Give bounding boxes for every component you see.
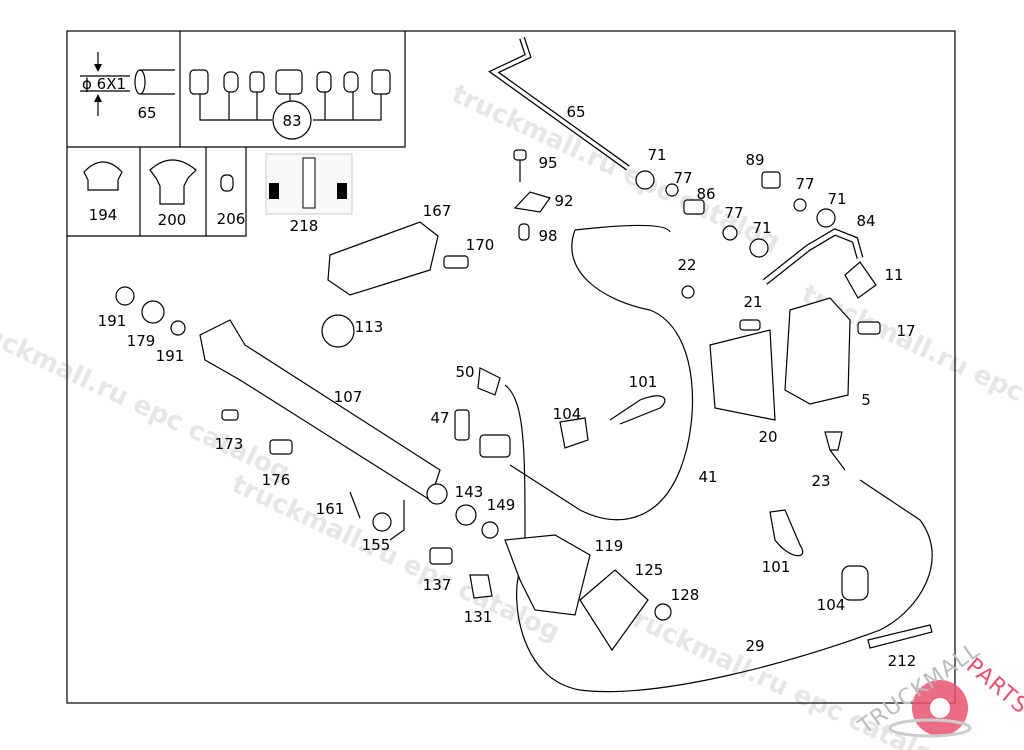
part-label[interactable]: 131: [464, 608, 493, 626]
part-label[interactable]: 212: [888, 652, 917, 670]
tube-spec-label: ϕ 6X1: [82, 75, 126, 93]
part-label[interactable]: 113: [355, 318, 384, 336]
sticker-icon: [265, 153, 353, 215]
part-label[interactable]: 20: [758, 428, 777, 446]
part-label[interactable]: 101: [762, 558, 791, 576]
part-label[interactable]: 77: [724, 204, 743, 222]
part-label[interactable]: 161: [316, 500, 345, 518]
part-label[interactable]: 191: [156, 347, 185, 365]
part-label[interactable]: 101: [629, 373, 658, 391]
part-label[interactable]: 84: [856, 212, 875, 230]
part-label[interactable]: 29: [745, 637, 764, 655]
diagram-frame: [66, 30, 956, 704]
logo-accent-text: PARTS: [961, 653, 1024, 719]
cap-icon: [83, 161, 123, 191]
part-label[interactable]: 128: [671, 586, 700, 604]
part-label[interactable]: 170: [466, 236, 495, 254]
legend-box: ϕ 6X1 65 83 194 200 206 218: [67, 31, 406, 237]
part-label[interactable]: 104: [817, 596, 846, 614]
part-label[interactable]: 11: [884, 266, 903, 284]
part-label[interactable]: 71: [752, 219, 771, 237]
legend-label-218: 218: [290, 217, 319, 235]
part-label[interactable]: 125: [635, 561, 664, 579]
part-label[interactable]: 176: [262, 471, 291, 489]
part-label[interactable]: 179: [127, 332, 156, 350]
part-label[interactable]: 98: [538, 227, 557, 245]
part-label[interactable]: 107: [334, 388, 363, 406]
part-label[interactable]: 173: [215, 435, 244, 453]
part-label[interactable]: 65: [566, 103, 585, 121]
truckmall-parts-logo: TRUCKMALL PARTS: [853, 638, 1024, 741]
part-label[interactable]: 191: [98, 312, 127, 330]
part-labels: 65 71 77 86 77 71 89 77 71 84 95 92 98 1…: [98, 103, 917, 670]
legend-label-200: 200: [158, 211, 187, 229]
part-label[interactable]: 167: [423, 202, 452, 220]
watermark-text: truckmall.ru epc catalog: [617, 599, 954, 750]
part-label[interactable]: 89: [745, 151, 764, 169]
part-label[interactable]: 86: [696, 185, 715, 203]
part-label[interactable]: 149: [487, 496, 516, 514]
part-label[interactable]: 137: [423, 576, 452, 594]
part-label[interactable]: 17: [896, 322, 915, 340]
part-label[interactable]: 21: [743, 293, 762, 311]
part-label[interactable]: 23: [811, 472, 830, 490]
part-label[interactable]: 155: [362, 536, 391, 554]
watermark: truckmall.ru epc catalog truckmall.ru ep…: [0, 79, 1024, 750]
grommet-icon: [220, 174, 234, 192]
plug-icon: [149, 159, 197, 205]
part-label[interactable]: 92: [554, 192, 573, 210]
part-label[interactable]: 22: [677, 256, 696, 274]
part-label[interactable]: 77: [673, 169, 692, 187]
part-label[interactable]: 47: [430, 409, 449, 427]
legend-label-206: 206: [217, 210, 246, 228]
legend-label-194: 194: [89, 206, 118, 224]
part-label[interactable]: 77: [795, 175, 814, 193]
part-label[interactable]: 119: [595, 537, 624, 555]
legend-label-83: 83: [282, 112, 301, 130]
part-label[interactable]: 104: [553, 405, 582, 423]
fitting-kit-icons: [189, 69, 391, 140]
part-drawings: [115, 37, 933, 693]
part-label[interactable]: 5: [861, 391, 871, 409]
part-label[interactable]: 71: [647, 146, 666, 164]
part-label[interactable]: 95: [538, 154, 557, 172]
part-label[interactable]: 50: [455, 363, 474, 381]
part-label[interactable]: 41: [698, 468, 717, 486]
legend-label-65: 65: [137, 104, 156, 122]
part-label[interactable]: 71: [827, 190, 846, 208]
part-label[interactable]: 143: [455, 483, 484, 501]
